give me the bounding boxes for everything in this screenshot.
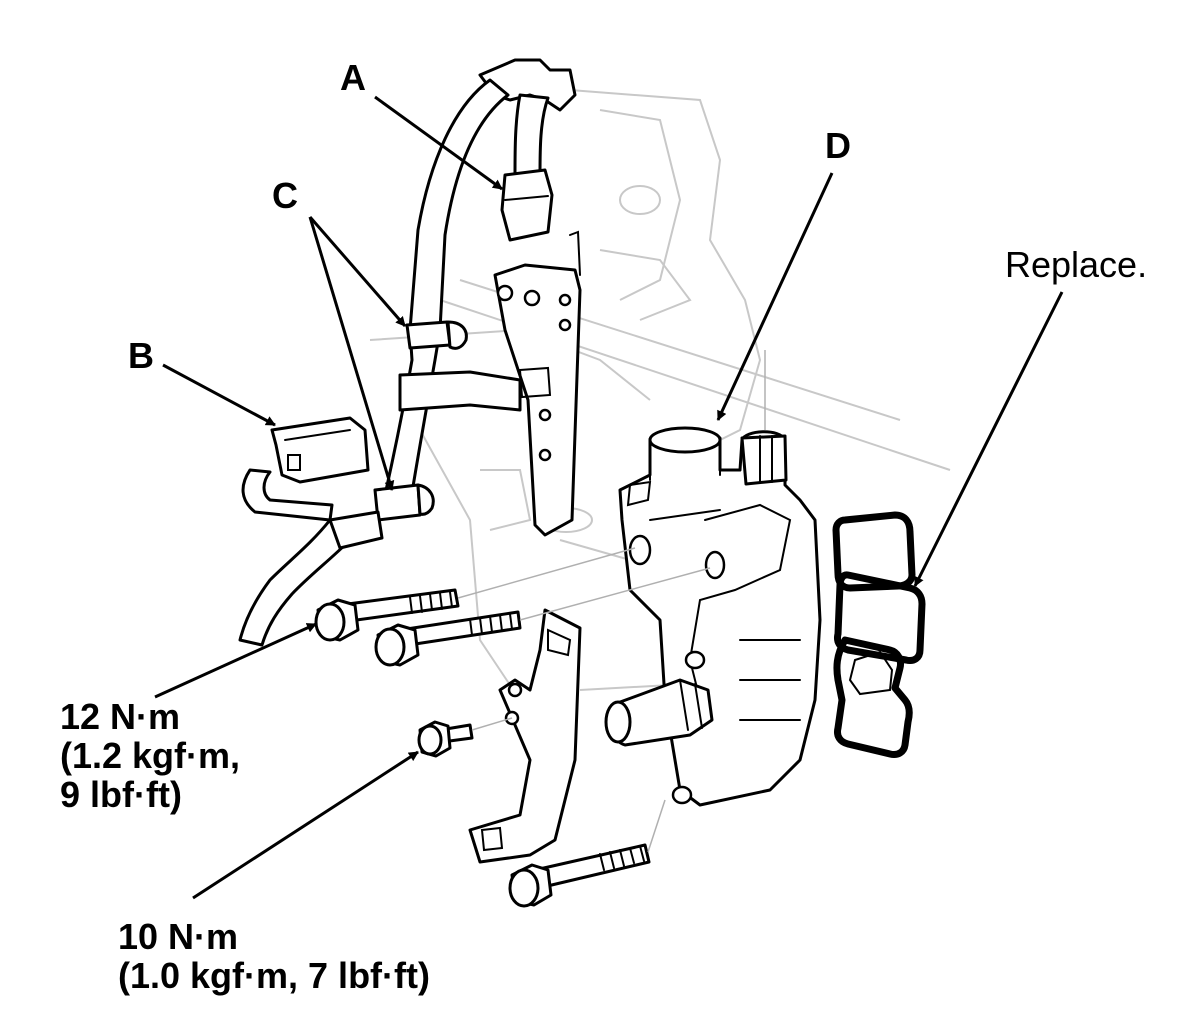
replace-note: Replace. <box>1005 244 1148 285</box>
valve-body-d <box>604 426 822 807</box>
leader-c-upper <box>308 216 407 327</box>
leader-a <box>374 95 503 191</box>
torque-lower-line1: 10 N·m <box>118 916 239 957</box>
bolt-upper-1 <box>314 588 460 642</box>
connector-b <box>241 416 370 522</box>
bolt-upper-2 <box>374 610 522 667</box>
callout-d: D <box>825 125 851 166</box>
torque-lower-line2: (1.0 kgf·m, 7 lbf·ft) <box>118 955 430 996</box>
torque-upper-line2: (1.2 kgf·m, <box>60 735 241 776</box>
leader-replace <box>913 291 1064 587</box>
torque-upper-line1: 12 N·m <box>60 696 181 737</box>
alignment-guides <box>457 350 766 853</box>
callout-a: A <box>340 57 366 98</box>
leader-d <box>716 172 834 421</box>
gasket <box>832 511 926 758</box>
leader-b <box>162 363 276 427</box>
torque-spec-upper: 12 N·m (1.2 kgf·m, 9 lbf·ft) <box>60 697 240 814</box>
torque-spec-lower: 10 N·m (1.0 kgf·m, 7 lbf·ft) <box>118 917 430 995</box>
leader-c-lower <box>308 216 395 491</box>
leader-lines <box>154 95 1064 900</box>
callout-b: B <box>128 335 154 376</box>
bolt-small <box>417 720 474 758</box>
lower-bracket <box>468 608 582 864</box>
upper-mounting-bracket <box>493 230 582 537</box>
bolt-lower <box>508 843 651 908</box>
torque-upper-line3: 9 lbf·ft) <box>60 774 182 815</box>
callout-c: C <box>272 175 298 216</box>
leader-torque-upper <box>154 622 317 699</box>
hose-assembly <box>238 58 577 647</box>
leader-torque-lower <box>192 750 419 900</box>
